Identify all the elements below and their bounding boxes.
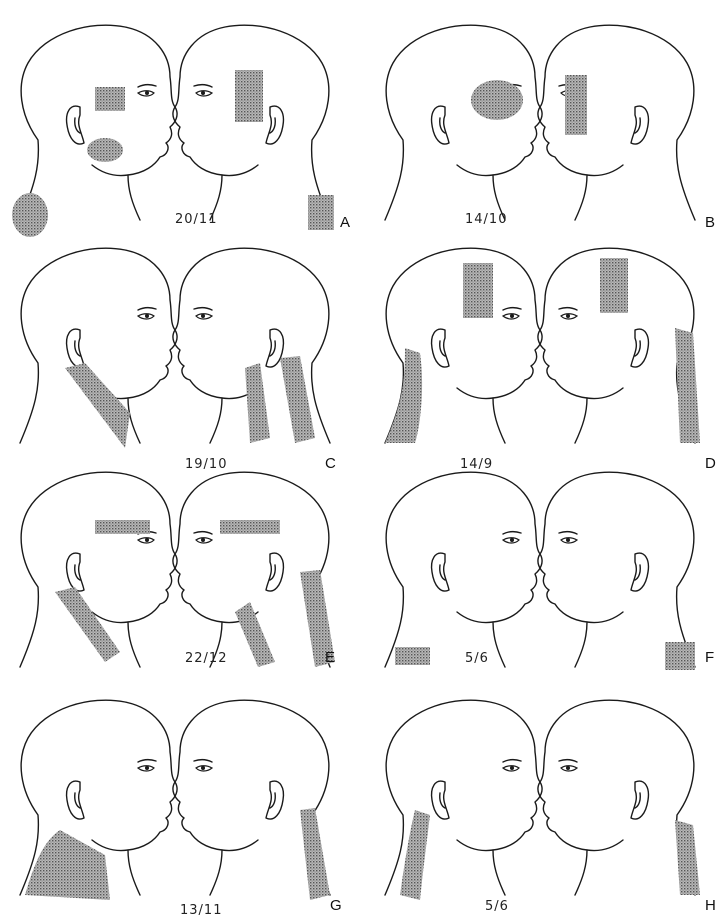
caption-f: 5/6 (465, 651, 489, 666)
letter-f: F (705, 649, 714, 666)
panel-g: 13/11 G (20, 700, 342, 918)
letter-c: C (325, 455, 336, 472)
shade-b-2 (565, 75, 587, 135)
shade-d-1 (463, 263, 493, 318)
letter-g: G (330, 897, 342, 914)
shade-a-5 (308, 195, 334, 230)
shade-e-1 (95, 520, 150, 534)
shade-e-3 (55, 587, 120, 662)
shade-e-4 (235, 602, 275, 667)
panel-d: 14/9 D (385, 248, 716, 472)
shade-h-2 (675, 820, 700, 895)
caption-h: 5/6 (485, 899, 509, 914)
shade-c-3 (280, 356, 315, 443)
shade-d-4 (675, 328, 700, 443)
shade-a-2 (235, 70, 263, 122)
shade-c-2 (245, 363, 270, 443)
panel-e: 22/12 E (20, 472, 335, 667)
shade-a-3 (87, 138, 123, 162)
shade-a-4 (12, 193, 48, 237)
caption-a: 20/11 (175, 212, 217, 227)
shade-b-1 (471, 80, 523, 120)
caption-d: 14/9 (460, 457, 493, 472)
panel-a: 20/11 A (12, 25, 350, 237)
caption-e: 22/12 (185, 651, 227, 666)
caption-c: 19/10 (185, 457, 227, 472)
letter-a: A (340, 214, 350, 231)
shade-a-1 (95, 87, 125, 111)
shade-h-1 (400, 810, 430, 900)
letter-h: H (705, 897, 716, 914)
shade-d-2 (600, 258, 628, 313)
panel-b: 14/10 B (385, 25, 715, 231)
letter-e: E (325, 649, 335, 666)
shade-f-1 (395, 647, 430, 665)
shade-e-2 (220, 520, 280, 534)
panel-f: 5/6 F (385, 472, 714, 670)
shade-g-2 (300, 808, 330, 900)
shade-c-1 (65, 363, 130, 448)
panel-h: 5/6 H (385, 700, 716, 914)
letter-d: D (705, 455, 716, 472)
shade-f-2 (665, 642, 695, 670)
panel-c: 19/10 C (20, 248, 336, 472)
caption-b: 14/10 (465, 212, 507, 227)
letter-b: B (705, 214, 715, 231)
caption-g: 13/11 (180, 903, 222, 918)
